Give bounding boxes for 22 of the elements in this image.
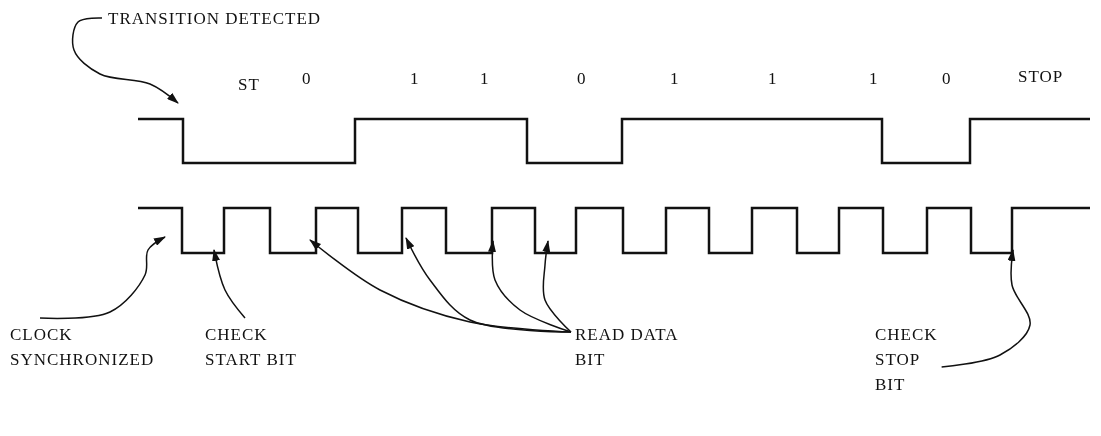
bit-label: ST [238, 74, 260, 96]
annotation-text: READ DATA BIT [575, 324, 679, 371]
bit-label: 1 [869, 68, 879, 90]
leader-line [405, 237, 572, 333]
bit-label: 0 [942, 68, 952, 90]
leader-line [39, 236, 166, 320]
bit-label: 0 [302, 68, 312, 90]
leader-line [940, 249, 1031, 368]
bit-label: 1 [768, 68, 778, 90]
leader-line [71, 17, 179, 104]
bit-label: 0 [577, 68, 587, 90]
bit-label: STOP [1018, 66, 1064, 88]
bit-label: 1 [670, 68, 680, 90]
leader-line [488, 240, 572, 333]
annotation-text: CLOCK SYNCHRONIZED [10, 324, 155, 371]
bit-label: 1 [480, 68, 490, 90]
leader-line [542, 240, 572, 333]
annotation-text: CHECK STOP BIT [875, 324, 938, 396]
bit-label: 1 [410, 68, 420, 90]
annotation-text: TRANSITION DETECTED [108, 8, 322, 30]
annotation-text: CHECK START BIT [205, 324, 298, 371]
leader-line [212, 249, 246, 319]
